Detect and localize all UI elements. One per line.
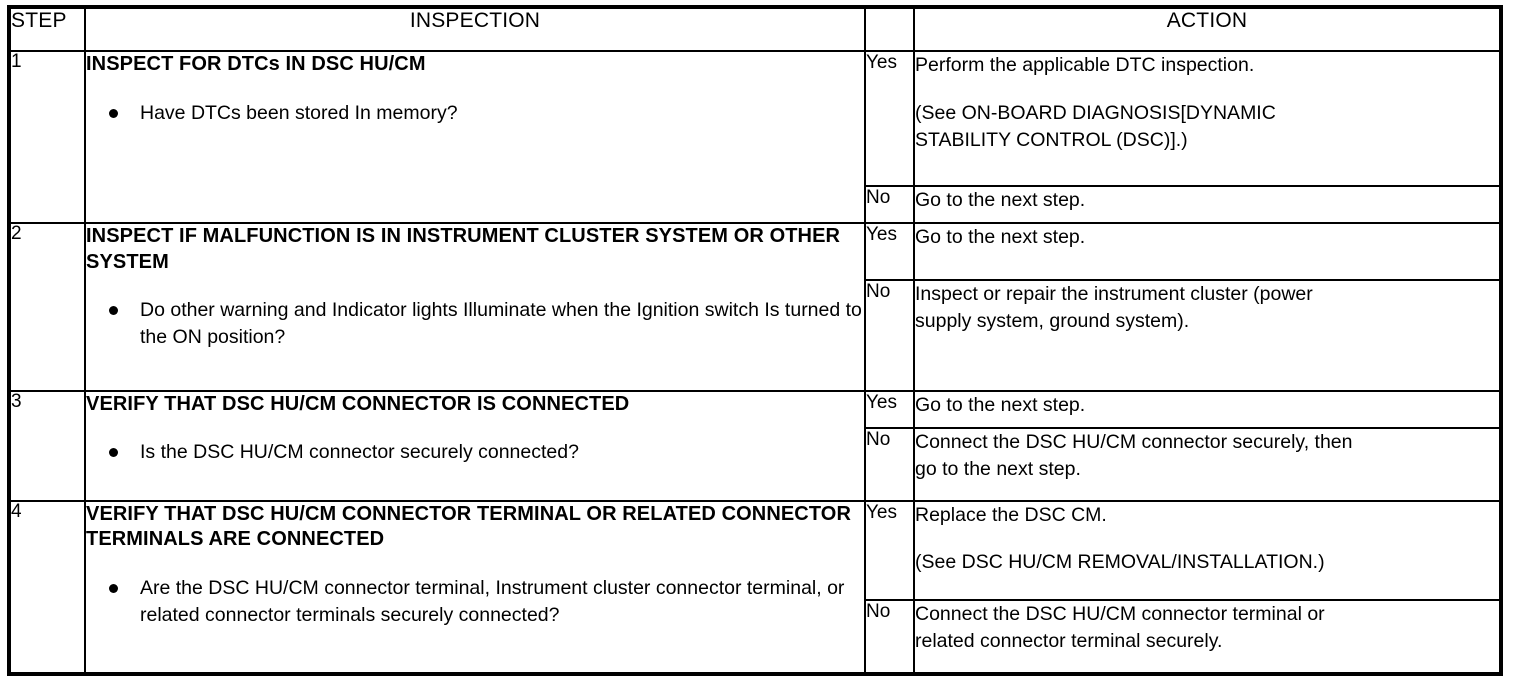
action-line: (See DSC HU/CM REMOVAL/INSTALLATION.) <box>915 551 1325 574</box>
inspection-title: VERIFY THAT DSC HU/CM CONNECTOR IS CONNE… <box>86 392 630 415</box>
diagnostic-flow-sheet: STEP INSPECTION ACTION 1 INSPECT FOR DTC… <box>7 5 1503 676</box>
step-number: 3 <box>8 389 86 502</box>
action-cell-no: Inspect or repair the instrument cluster… <box>913 279 1502 392</box>
troubleshooting-table: STEP INSPECTION ACTION 1 INSPECT FOR DTC… <box>7 5 1503 676</box>
action-cell-yes: Go to the next step. <box>913 389 1502 430</box>
inspection-bullet-list: Do other warning and Indicator lights Il… <box>86 297 864 351</box>
branch-label-yes: Yes <box>864 499 915 602</box>
step-number: 2 <box>8 222 86 392</box>
bullet-icon <box>109 448 118 458</box>
column-header-inspection: INSPECTION <box>84 6 866 52</box>
action-cell-yes: Go to the next step. <box>913 222 1502 282</box>
inspection-title: VERIFY THAT DSC HU/CM CONNECTOR TERMINAL… <box>86 502 852 551</box>
action-cell-no: Connect the DSC HU/CM connector securely… <box>913 427 1502 502</box>
table-row: No Go to the next step. <box>9 184 1502 225</box>
inspection-cell: VERIFY THAT DSC HU/CM CONNECTOR IS CONNE… <box>84 389 866 502</box>
inspection-bullet-list: Are the DSC HU/CM connector terminal, In… <box>86 575 864 629</box>
list-item: Have DTCs been stored In memory? <box>86 100 864 127</box>
action-cell-yes: Replace the DSC CM. (See DSC HU/CM REMOV… <box>913 499 1502 602</box>
list-item: Are the DSC HU/CM connector terminal, In… <box>86 575 864 629</box>
table-row: No Inspect or repair the instrument clus… <box>9 279 1502 392</box>
branch-label-yes: Yes <box>864 50 915 187</box>
action-line: Perform the applicable DTC inspection. <box>915 54 1255 76</box>
bullet-icon <box>109 306 118 316</box>
table-row: 3 VERIFY THAT DSC HU/CM CONNECTOR IS CON… <box>8 389 1502 502</box>
branch-label-no: No <box>864 599 915 675</box>
inspection-title: INSPECT FOR DTCs IN DSC HU/CM <box>86 53 426 75</box>
inspection-title: INSPECT IF MALFUNCTION IS IN INSTRUMENT … <box>86 225 841 273</box>
branch-label-yes: Yes <box>864 222 915 282</box>
bullet-icon <box>109 583 118 593</box>
column-header-step: STEP <box>8 6 86 52</box>
step-number: 1 <box>8 49 86 225</box>
action-line: Connect the DSC HU/CM connector terminal… <box>915 603 1325 626</box>
action-line: Go to the next step. <box>915 393 1086 416</box>
bullet-text: Are the DSC HU/CM connector terminal, In… <box>140 576 845 626</box>
table-row: 2 INSPECT IF MALFUNCTION IS IN INSTRUMEN… <box>8 222 1502 392</box>
bullet-text: Is the DSC HU/CM connector securely conn… <box>140 441 579 464</box>
inspection-bullet-list: Is the DSC HU/CM connector securely conn… <box>86 439 864 466</box>
branch-label-no: No <box>864 184 915 225</box>
inspection-cell: VERIFY THAT DSC HU/CM CONNECTOR TERMINAL… <box>84 499 866 676</box>
inspection-cell: INSPECT IF MALFUNCTION IS IN INSTRUMENT … <box>84 222 866 392</box>
column-header-action: ACTION <box>913 6 1502 52</box>
action-line: STABILITY CONTROL (DSC)].) <box>915 128 1188 151</box>
action-line: Replace the DSC CM. <box>915 503 1107 526</box>
table-body: STEP INSPECTION ACTION 1 INSPECT FOR DTC… <box>8 6 1502 676</box>
action-line: go to the next step. <box>915 458 1081 480</box>
action-cell-yes: Perform the applicable DTC inspection. (… <box>913 50 1502 187</box>
bullet-text: Do other warning and Indicator lights Il… <box>140 299 862 349</box>
step-number: 4 <box>8 499 86 676</box>
table-row: 1 INSPECT FOR DTCs IN DSC HU/CM Have DTC… <box>8 49 1502 225</box>
action-line: Go to the next step. <box>915 188 1086 211</box>
action-cell-no: Go to the next step. <box>913 184 1502 225</box>
table-row: No Connect the DSC HU/CM connector termi… <box>9 599 1502 675</box>
action-spacer <box>915 79 1499 100</box>
action-spacer <box>915 528 1499 549</box>
action-line: Inspect or repair the instrument cluster… <box>915 283 1313 306</box>
action-line: supply system, ground system). <box>915 310 1190 333</box>
action-line: Connect the DSC HU/CM connector securely… <box>915 431 1353 454</box>
branch-label-no: No <box>864 279 915 392</box>
table-row: No Connect the DSC HU/CM connector secur… <box>9 427 1502 502</box>
column-header-yesno <box>864 6 915 52</box>
table-row: 4 VERIFY THAT DSC HU/CM CONNECTOR TERMIN… <box>8 499 1502 676</box>
action-line: related connector terminal securely. <box>915 630 1223 653</box>
table-header-row: STEP INSPECTION ACTION <box>8 6 1502 52</box>
list-item: Do other warning and Indicator lights Il… <box>86 297 864 351</box>
inspection-bullet-list: Have DTCs been stored In memory? <box>86 100 864 127</box>
branch-label-no: No <box>864 427 915 502</box>
list-item: Is the DSC HU/CM connector securely conn… <box>86 439 864 466</box>
inspection-cell: INSPECT FOR DTCs IN DSC HU/CM Have DTCs … <box>84 49 866 225</box>
action-cell-no: Connect the DSC HU/CM connector terminal… <box>913 599 1502 675</box>
action-line: Go to the next step. <box>915 226 1086 249</box>
bullet-text: Have DTCs been stored In memory? <box>140 101 458 124</box>
branch-label-yes: Yes <box>864 389 915 430</box>
action-line: (See ON-BOARD DIAGNOSIS[DYNAMIC <box>915 101 1276 124</box>
bullet-icon <box>109 108 118 118</box>
